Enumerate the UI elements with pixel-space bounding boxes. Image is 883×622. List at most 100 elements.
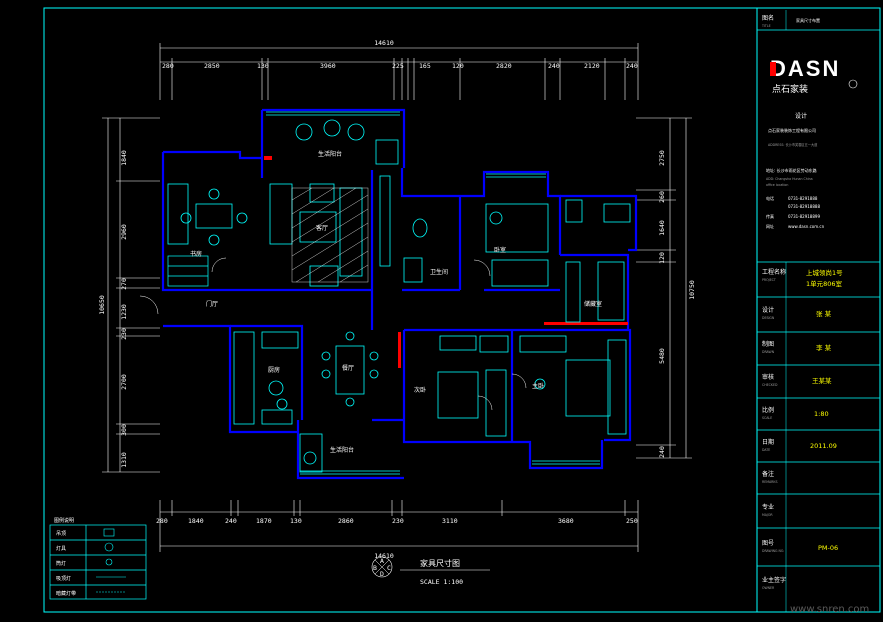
tb-row-4-label: 比例 bbox=[762, 406, 774, 414]
room-bedroom: 卧室 bbox=[494, 246, 506, 254]
legend-row-3: 吸顶灯 bbox=[56, 575, 71, 582]
dim-bottom-5: 2860 bbox=[338, 517, 354, 525]
dim-top-7: 2820 bbox=[496, 62, 512, 70]
windows bbox=[167, 111, 600, 475]
tb-row-2-sub: DRAWN bbox=[762, 350, 775, 354]
dim-left-2: 270 bbox=[120, 278, 128, 290]
legend-row-0: 吊顶 bbox=[56, 531, 66, 537]
dim-left-3: 1230 bbox=[120, 304, 128, 320]
tb-row-0-label: 工程名称 bbox=[762, 268, 786, 276]
room-labels: 生活阳台 客厅 书房 门厅 厨房 餐厅 卫生间 卧室 储藏室 次卧 主卧 生活阳… bbox=[190, 150, 602, 454]
tb-fax: 0731-82918899 bbox=[788, 214, 820, 219]
tb-row-3-value: 王某某 bbox=[812, 377, 832, 385]
dim-left-7: 1310 bbox=[120, 452, 128, 468]
tb-row-9-sub: OWNER bbox=[762, 586, 775, 590]
tb-branch-en: ADD: Changsha Hunan China bbox=[766, 177, 813, 181]
section-letter-a: A bbox=[380, 557, 384, 565]
dim-bottom-0: 280 bbox=[156, 517, 168, 525]
tb-row-7-label: 专业 bbox=[762, 503, 774, 511]
dim-top-4: 225 bbox=[392, 62, 404, 70]
dim-bottom-segments: 280 1840 240 1870 130 2860 230 3110 3680… bbox=[156, 517, 638, 525]
dim-top-2: 130 bbox=[257, 62, 269, 70]
tb-row-4-value: 1:80 bbox=[814, 410, 829, 418]
tb-row-6-sub: REMARKS bbox=[762, 480, 778, 484]
room-bedroom2: 次卧 bbox=[414, 386, 426, 394]
dim-right-segments: 2750 260 1640 120 5480 240 bbox=[658, 150, 666, 458]
accent-marks bbox=[264, 156, 628, 368]
dim-bottom-6: 230 bbox=[392, 517, 404, 525]
dim-left-0: 1840 bbox=[120, 150, 128, 166]
dim-top-overall: 14610 bbox=[374, 39, 394, 47]
tb-row-0-sub: PROJECT bbox=[762, 278, 776, 282]
outer-frame bbox=[43, 7, 881, 613]
dim-left-overall: 10650 bbox=[98, 295, 106, 315]
tb-project-value: 家具尺寸布置 bbox=[796, 17, 820, 23]
section-marker-icon bbox=[371, 556, 393, 578]
section-letter-c: C bbox=[387, 564, 391, 572]
dim-right-1: 260 bbox=[658, 191, 666, 203]
tb-tel2: 0731-82918888 bbox=[788, 204, 820, 209]
tb-web: www.dasn.com.cn bbox=[788, 224, 825, 229]
dim-top-6: 120 bbox=[452, 62, 464, 70]
tb-row-3-label: 审核 bbox=[762, 373, 774, 381]
tb-row-8-value: PM-06 bbox=[818, 544, 838, 552]
floor-plan bbox=[161, 108, 638, 480]
dim-bottom-9: 250 bbox=[626, 517, 638, 525]
registered-icon bbox=[848, 79, 858, 89]
dim-bottom-4: 130 bbox=[290, 517, 302, 525]
dim-bottom-7: 3110 bbox=[442, 517, 458, 525]
tb-tel: 0731-8291888 bbox=[788, 196, 818, 201]
door-swings bbox=[139, 257, 527, 411]
dim-top-segments: 280 2850 130 3960 225 165 120 2820 240 2… bbox=[162, 62, 638, 70]
room-kitchen: 厨房 bbox=[268, 366, 280, 374]
tb-project-sub: TITLE bbox=[761, 24, 771, 28]
title-block: 图名 TITLE 家具尺寸布置 DASN 点石家装 设计 点石家装装饰工程有限公… bbox=[757, 10, 880, 612]
right-dimensions bbox=[636, 117, 692, 459]
section-letter-b: B bbox=[373, 564, 377, 572]
room-living: 客厅 bbox=[316, 224, 328, 232]
tb-branch-en2: office location bbox=[766, 183, 788, 187]
drawing-scale: SCALE 1:100 bbox=[420, 578, 463, 586]
dim-right-4: 5480 bbox=[658, 348, 666, 364]
tb-row-9-label: 业主签字 bbox=[762, 576, 786, 584]
tb-row-1-sub: DESIGN bbox=[762, 316, 775, 320]
dim-top-3: 3960 bbox=[320, 62, 336, 70]
tb-row-1-label: 设计 bbox=[762, 306, 774, 314]
dim-left-segments: 1840 2960 270 1230 230 2700 300 1310 bbox=[120, 150, 128, 468]
dim-right-5: 240 bbox=[658, 446, 666, 458]
dim-top-8: 240 bbox=[548, 62, 560, 70]
legend-title: 图例说明 bbox=[54, 517, 74, 524]
tb-tel-label: 电话 bbox=[766, 195, 774, 201]
dim-right-overall: 10750 bbox=[688, 280, 696, 300]
dim-bottom-8: 3680 bbox=[558, 517, 574, 525]
tb-row-5-sub: DATE bbox=[762, 448, 770, 452]
legend-row-2: 筒灯 bbox=[56, 560, 66, 567]
dim-left-6: 300 bbox=[120, 424, 128, 436]
dim-top-5: 165 bbox=[419, 62, 431, 70]
dim-top-0: 280 bbox=[162, 62, 174, 70]
dim-left-5: 2700 bbox=[120, 374, 128, 390]
dim-right-2: 1640 bbox=[658, 220, 666, 236]
tb-company-addr: ADDRESS: 长沙市芙蓉区五一大道 bbox=[768, 142, 818, 147]
tb-row-6-label: 备注 bbox=[762, 470, 774, 478]
tb-row-8-sub: DRAWING NO. bbox=[762, 549, 784, 553]
dim-bottom-2: 240 bbox=[225, 517, 237, 525]
room-balcony2: 生活阳台 bbox=[330, 446, 354, 454]
tb-row-2-label: 制图 bbox=[762, 340, 774, 348]
room-study: 书房 bbox=[190, 250, 202, 258]
dim-left-4: 230 bbox=[120, 328, 128, 340]
logo-text: DASN bbox=[770, 56, 840, 81]
tb-row-3-sub: CHECKED bbox=[762, 383, 778, 387]
dim-bottom-overall: 14610 bbox=[374, 552, 394, 560]
watermark: www.snren.com bbox=[790, 604, 869, 615]
room-entrance: 门厅 bbox=[206, 300, 218, 308]
tb-row-7-sub: MAJOR bbox=[762, 513, 773, 517]
rug-hatch bbox=[291, 187, 369, 283]
tb-row-2-value: 李 某 bbox=[816, 343, 832, 352]
dim-right-0: 2750 bbox=[658, 150, 666, 166]
logo-mark-icon bbox=[770, 62, 776, 76]
tb-design-cn: 设计 bbox=[795, 112, 807, 120]
tb-fax-label: 传真 bbox=[766, 213, 774, 219]
dim-bottom-3: 1870 bbox=[256, 517, 272, 525]
